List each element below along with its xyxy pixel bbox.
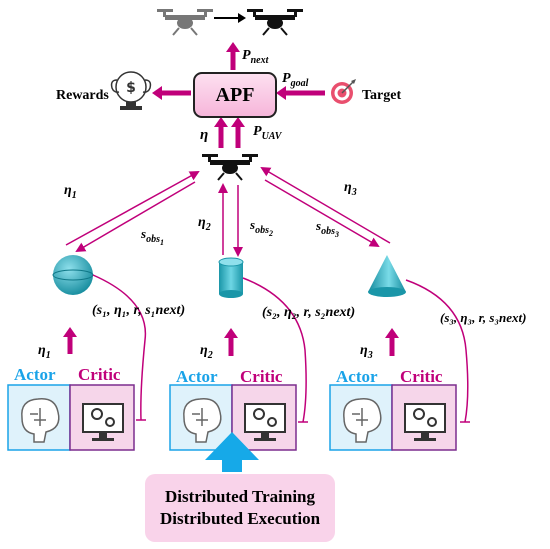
eta3-label: η3 xyxy=(344,180,357,198)
feedback-curve-1 xyxy=(92,274,147,421)
obs1-label: sobs1 xyxy=(141,226,164,247)
feedback-curve-2 xyxy=(242,277,307,423)
critic-label-2: Critic xyxy=(240,367,283,386)
eta3-link xyxy=(260,166,391,244)
cone-obstacle xyxy=(368,255,406,297)
agent1-eta: η1 xyxy=(38,343,51,361)
tuple-3: (s₃, η₃, r, s₃next) xyxy=(440,310,527,325)
target-label: Target xyxy=(362,88,402,103)
obs1-link xyxy=(75,181,196,253)
actor-label-2: Actor xyxy=(176,367,218,386)
obs3-label: sobs3 xyxy=(316,218,339,239)
eta1-label: η1 xyxy=(64,183,77,201)
eta2-label: η2 xyxy=(198,215,211,233)
monitor-gear-icon xyxy=(82,403,124,441)
feedback-curve-3 xyxy=(405,279,469,423)
p-uav-label: PUAV xyxy=(253,124,282,142)
monitor-gear-icon xyxy=(244,403,286,441)
target-icon xyxy=(331,79,356,104)
brain-icon xyxy=(21,398,60,443)
agent3-eta: η3 xyxy=(360,343,373,361)
p-goal-label: Pgoal xyxy=(282,71,309,89)
p-next-label: Pnext xyxy=(242,48,269,66)
tuple-2: (s₂, η₂, r, s₂next) xyxy=(262,305,356,320)
sphere-obstacle xyxy=(52,255,94,295)
distributed-up-arrow xyxy=(205,432,259,472)
tuple-1: (s₁, η₁, r, s₁next) xyxy=(92,303,186,318)
critic-label-1: Critic xyxy=(78,365,121,384)
agent2-eta: η2 xyxy=(200,343,213,361)
apf-box: APF xyxy=(193,72,277,118)
critic-label-3: Critic xyxy=(400,367,443,386)
svg-text:$: $ xyxy=(126,80,136,96)
apf-label: APF xyxy=(215,83,255,106)
obs3-link xyxy=(264,179,380,248)
drone-gray-icon xyxy=(157,9,213,36)
rewards-label: Rewards xyxy=(56,88,109,103)
trophy-icon: $ xyxy=(110,71,152,110)
drone-black-icon xyxy=(247,9,303,36)
uav-icon xyxy=(202,154,258,181)
brain-icon xyxy=(343,398,382,443)
actor-label-1: Actor xyxy=(14,365,56,384)
cylinder-obstacle xyxy=(218,257,244,298)
distributed-box: Distributed Training Distributed Executi… xyxy=(145,474,335,542)
eta-label: η xyxy=(200,127,209,143)
actor-label-3: Actor xyxy=(336,367,378,386)
distributed-execution-label: Distributed Execution xyxy=(159,509,321,528)
eta1-link xyxy=(65,171,200,246)
brain-icon xyxy=(183,398,222,443)
distributed-training-label: Distributed Training xyxy=(164,487,316,506)
monitor-gear-icon xyxy=(404,403,446,441)
obs2-label: sobs2 xyxy=(250,217,273,238)
